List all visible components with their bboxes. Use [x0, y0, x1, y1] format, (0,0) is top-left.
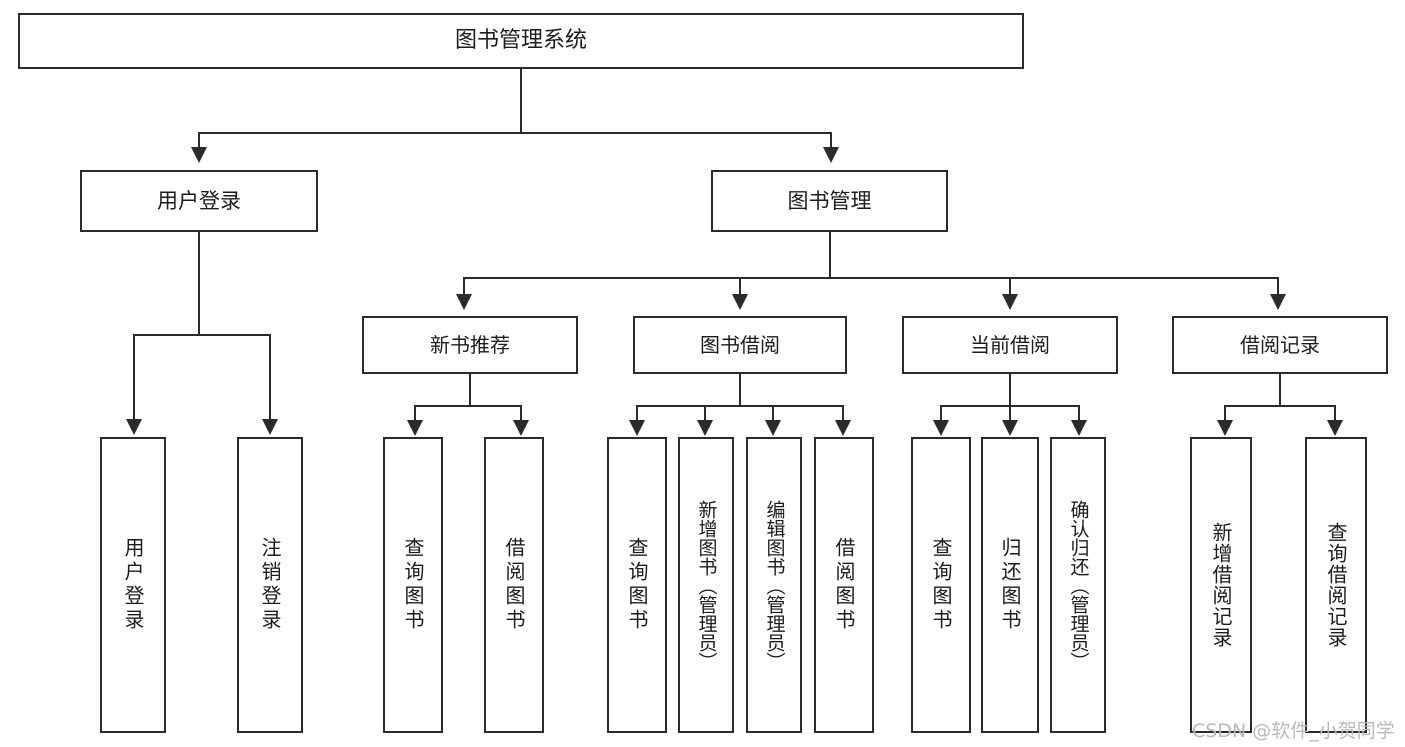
connector-current-borrow-stem — [1009, 374, 1011, 406]
connector-bm-to-book-borrow — [739, 277, 741, 297]
connector-new-book-stem — [469, 374, 471, 406]
connector-bm-to-current-borrow — [1009, 277, 1011, 297]
node-current-borrow[interactable]: 当前借阅 — [902, 316, 1118, 374]
leaf-add-borrow-record[interactable]: 新增借阅记录 — [1190, 437, 1252, 733]
connector-bb-to-leaf-3 — [842, 405, 844, 423]
connector-borrow-record-stem — [1279, 374, 1281, 406]
node-label: 查询图书 — [625, 537, 649, 633]
leaf-confirm-return-admin[interactable]: 确认归还（管理员） — [1050, 437, 1106, 733]
leaf-logout[interactable]: 注销登录 — [237, 437, 303, 733]
connector-bm-to-new-book — [463, 277, 465, 297]
node-label: 新增图书（管理员） — [695, 499, 718, 671]
leaf-query-book-new-recommend[interactable]: 查询图书 — [383, 437, 443, 733]
connector-root-to-book-management — [830, 132, 832, 150]
node-label: 图书借阅 — [700, 333, 780, 357]
leaf-borrow-book-borrow[interactable]: 借阅图书 — [814, 437, 874, 733]
node-label: 确认归还（管理员） — [1067, 499, 1090, 671]
leaf-borrow-book-new-recommend[interactable]: 借阅图书 — [484, 437, 544, 733]
node-label: 查询借阅记录 — [1324, 522, 1348, 648]
connector-book-borrow-bus — [636, 405, 844, 407]
connector-new-book-bus — [414, 405, 522, 407]
arrow-to-leaf-return-book — [1002, 420, 1018, 436]
arrow-to-user-login — [191, 147, 207, 163]
arrow-to-leaf-logout — [262, 419, 278, 435]
leaf-edit-book-admin[interactable]: 编辑图书（管理员） — [746, 437, 802, 733]
node-label: 借阅图书 — [832, 537, 856, 633]
connector-root-bus — [198, 132, 832, 134]
node-label: 图书管理系统 — [454, 28, 587, 53]
arrow-to-leaf-borrow-book-nb — [513, 420, 529, 436]
arrow-to-current-borrow — [1002, 294, 1018, 310]
arrow-to-borrow-record — [1270, 294, 1286, 310]
node-label: 用户登录 — [121, 537, 145, 633]
connector-user-login-to-leaf-0 — [133, 334, 135, 422]
arrow-to-new-book-recommend — [456, 294, 472, 310]
csdn-watermark: CSDN @软件_小贺同学 — [1192, 716, 1395, 743]
node-label: 编辑图书（管理员） — [763, 499, 786, 671]
arrow-to-leaf-query-borrow-record — [1327, 420, 1343, 436]
connector-root-stem — [520, 69, 522, 133]
arrow-to-book-management — [823, 147, 839, 163]
node-user-login[interactable]: 用户登录 — [80, 170, 318, 232]
arrow-to-leaf-add-book — [697, 420, 713, 436]
arrow-to-leaf-user-login — [126, 419, 142, 435]
connector-bm-to-borrow-record — [1277, 277, 1279, 297]
node-borrow-record[interactable]: 借阅记录 — [1172, 316, 1388, 374]
node-label: 当前借阅 — [970, 333, 1050, 357]
arrow-to-leaf-borrow-book-bb — [835, 420, 851, 436]
node-label: 借阅图书 — [502, 537, 526, 633]
leaf-user-login[interactable]: 用户登录 — [100, 437, 166, 733]
arrow-to-leaf-query-book-nb — [407, 420, 423, 436]
watermark-text: CSDN @软件_小贺同学 — [1192, 720, 1395, 742]
connector-bb-to-leaf-1 — [704, 405, 706, 423]
node-label: 新增借阅记录 — [1209, 522, 1233, 648]
node-book-borrow[interactable]: 图书借阅 — [633, 316, 847, 374]
arrow-to-book-borrow — [732, 294, 748, 310]
leaf-query-book-borrow[interactable]: 查询图书 — [607, 437, 667, 733]
node-new-book-recommend[interactable]: 新书推荐 — [362, 316, 578, 374]
arrow-to-leaf-query-book-bb — [629, 420, 645, 436]
leaf-return-book[interactable]: 归还图书 — [981, 437, 1039, 733]
connector-root-to-user-login — [198, 132, 200, 150]
node-label: 借阅记录 — [1240, 333, 1320, 357]
connector-cb-to-leaf-2 — [1078, 405, 1080, 423]
arrow-to-leaf-query-book-cb — [933, 420, 949, 436]
connector-cb-to-leaf-1 — [1009, 405, 1011, 423]
node-label: 用户登录 — [157, 188, 241, 213]
node-label: 图书管理 — [787, 188, 872, 213]
connector-br-to-leaf-0 — [1224, 405, 1226, 423]
leaf-query-book-current[interactable]: 查询图书 — [911, 437, 971, 733]
connector-bb-to-leaf-0 — [636, 405, 638, 423]
connector-nb-to-leaf-0 — [414, 405, 416, 423]
node-label: 归还图书 — [998, 537, 1022, 633]
node-label: 新书推荐 — [430, 333, 510, 357]
connector-br-to-leaf-1 — [1334, 405, 1336, 423]
connector-nb-to-leaf-1 — [520, 405, 522, 423]
connector-user-login-bus — [133, 334, 271, 336]
connector-user-login-stem — [198, 232, 200, 335]
arrow-to-leaf-add-borrow-record — [1217, 420, 1233, 436]
node-root-book-management-system[interactable]: 图书管理系统 — [18, 13, 1024, 69]
node-label: 查询图书 — [401, 537, 425, 633]
connector-user-login-to-leaf-1 — [269, 334, 271, 422]
leaf-add-book-admin[interactable]: 新增图书（管理员） — [678, 437, 734, 733]
connector-book-management-bus — [463, 277, 1279, 279]
node-book-management[interactable]: 图书管理 — [711, 170, 948, 232]
connector-cb-to-leaf-0 — [940, 405, 942, 423]
node-label: 注销登录 — [258, 537, 282, 633]
leaf-query-borrow-record[interactable]: 查询借阅记录 — [1305, 437, 1367, 733]
connector-book-borrow-stem — [739, 374, 741, 406]
connector-bb-to-leaf-2 — [772, 405, 774, 423]
node-label: 查询图书 — [929, 537, 953, 633]
connector-book-management-stem — [829, 232, 831, 278]
arrow-to-leaf-confirm-return — [1071, 420, 1087, 436]
arrow-to-leaf-edit-book — [765, 420, 781, 436]
connector-borrow-record-bus — [1224, 405, 1336, 407]
